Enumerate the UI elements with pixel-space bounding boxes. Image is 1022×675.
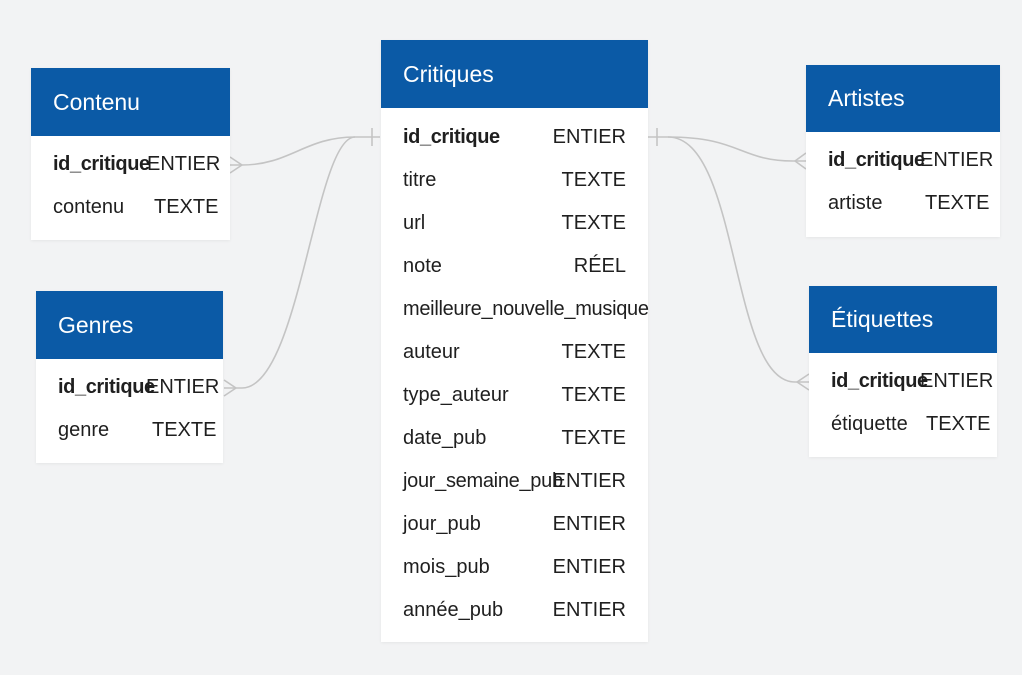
table-contenu: Contenu id_critique ENTIER contenu TEXTE	[31, 68, 230, 240]
field-name: type_auteur	[403, 384, 509, 406]
field-type: TEXTE	[561, 341, 626, 363]
field-row: note RÉEL	[381, 245, 648, 288]
field-row: meilleure_nouvelle_musique	[381, 288, 649, 331]
table-header: Artistes	[806, 65, 1000, 132]
primary-key-name: id_critique	[403, 126, 500, 148]
field-type: ENTIER	[552, 556, 626, 578]
table-header: Critiques	[381, 40, 648, 108]
connector-critiques-artistes	[648, 128, 807, 170]
table-title: Contenu	[53, 88, 140, 115]
table-header: Contenu	[31, 68, 230, 136]
field-row: id_critique ENTIER	[31, 143, 230, 186]
table-title: Genres	[58, 311, 134, 338]
primary-key-name: id_critique	[828, 149, 925, 171]
field-row: id_critique ENTIER	[806, 139, 1000, 182]
field-row: url TEXTE	[381, 202, 648, 245]
field-type: ENTIER	[147, 153, 221, 175]
field-type: ENTIER	[920, 370, 994, 392]
field-type: ENTIER	[552, 513, 626, 535]
table-artistes: Artistes id_critique ENTIER artiste TEXT…	[806, 65, 1000, 237]
field-name: meilleure_nouvelle_musique	[403, 298, 649, 320]
connector-critiques-contenu	[229, 128, 380, 174]
table-title: Étiquettes	[831, 306, 934, 332]
field-row: étiquette TEXTE	[809, 403, 997, 446]
table-header: Étiquettes	[809, 286, 997, 353]
table-etiquettes: Étiquettes id_critique ENTIER étiquette …	[809, 286, 997, 457]
primary-key-name: id_critique	[831, 370, 928, 392]
field-name: étiquette	[831, 413, 908, 435]
field-type: TEXTE	[926, 413, 991, 435]
field-row: contenu TEXTE	[31, 186, 230, 229]
field-name: url	[403, 212, 426, 234]
field-type: TEXTE	[561, 427, 626, 449]
field-row: genre TEXTE	[36, 409, 223, 452]
field-type: ENTIER	[552, 470, 626, 492]
field-name: jour_semaine_pub	[403, 470, 563, 492]
field-type: TEXTE	[561, 384, 626, 406]
field-name: note	[403, 255, 442, 277]
field-name: titre	[403, 169, 437, 191]
field-name: contenu	[53, 196, 125, 218]
field-type: TEXTE	[925, 192, 990, 214]
field-row: id_critique ENTIER	[381, 116, 648, 159]
field-row: auteur TEXTE	[381, 331, 648, 374]
table-title: Critiques	[403, 60, 494, 87]
field-row: jour_semaine_pub ENTIER	[381, 460, 648, 503]
field-type: ENTIER	[552, 126, 626, 148]
field-type: RÉEL	[573, 255, 626, 277]
field-name: date_pub	[403, 427, 487, 449]
table-title: Artistes	[828, 85, 905, 111]
field-row: titre TEXTE	[381, 159, 648, 202]
field-row: année_pub ENTIER	[381, 589, 648, 632]
connector-critiques-etiquettes	[667, 136, 810, 391]
table-header: Genres	[36, 291, 223, 359]
field-type: TEXTE	[561, 212, 626, 234]
field-row: jour_pub ENTIER	[381, 503, 648, 546]
table-critiques: Critiques id_critique ENTIER titre TEXTE…	[381, 40, 649, 642]
field-type: TEXTE	[561, 169, 626, 191]
field-type: TEXTE	[154, 196, 219, 218]
primary-key-name: id_critique	[53, 153, 150, 175]
field-type: TEXTE	[152, 419, 217, 441]
field-name: année_pub	[403, 599, 504, 621]
field-row: id_critique ENTIER	[809, 360, 997, 403]
field-row: artiste TEXTE	[806, 182, 1000, 225]
table-genres: Genres id_critique ENTIER genre TEXTE	[36, 291, 223, 463]
field-name: mois_pub	[403, 556, 490, 578]
field-type: ENTIER	[146, 376, 220, 398]
field-row: date_pub TEXTE	[381, 417, 648, 460]
field-name: artiste	[828, 192, 883, 214]
primary-key-name: id_critique	[58, 376, 155, 398]
field-type: ENTIER	[552, 599, 626, 621]
field-row: id_critique ENTIER	[36, 366, 223, 409]
field-name: genre	[58, 419, 110, 441]
field-row: mois_pub ENTIER	[381, 546, 648, 589]
field-type: ENTIER	[920, 149, 994, 171]
field-name: auteur	[403, 341, 460, 363]
field-row: type_auteur TEXTE	[381, 374, 648, 417]
field-name: jour_pub	[403, 513, 481, 535]
connector-critiques-genres	[223, 136, 356, 397]
